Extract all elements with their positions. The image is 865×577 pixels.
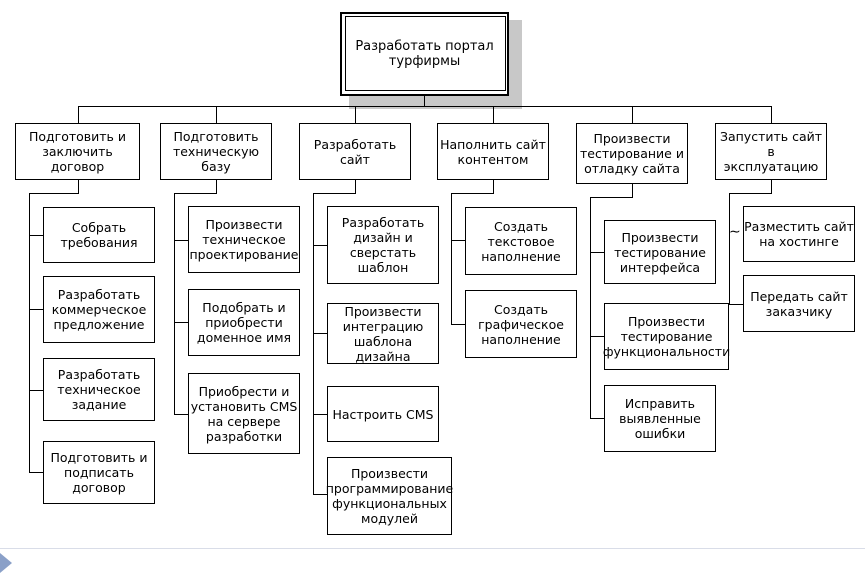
task-label: Настроить CMS — [332, 406, 434, 422]
task-box: Приобрести и установить CMS на сервере р… — [188, 373, 300, 454]
phase-label: Подготовить техническую базу — [172, 129, 260, 174]
task-connector — [590, 252, 604, 253]
task-box: Подготовить и подписать договор — [43, 441, 155, 504]
task-connector — [451, 240, 465, 241]
task-box: Подобрать и приобрести доменное имя — [188, 289, 300, 356]
phase-label: Разработать сайт — [313, 136, 397, 167]
task-connector — [313, 494, 327, 495]
phase-box: Разработать сайт — [299, 123, 411, 180]
task-connector — [313, 414, 327, 415]
stem-line — [493, 180, 494, 194]
task-box: Произвести программирование функциональн… — [325, 457, 454, 535]
task-label: Произвести программирование функциональн… — [325, 466, 454, 526]
phase-box: Запустить сайт в эксплуатацию — [715, 123, 827, 180]
stem-line — [590, 197, 591, 419]
task-box: Разместить сайт на хостинге — [743, 206, 855, 262]
phase-drop — [771, 106, 772, 123]
task-connector — [29, 472, 43, 473]
task-label: Подобрать и приобрести доменное имя — [196, 300, 292, 345]
task-box: Настроить CMS — [327, 386, 439, 442]
task-connector — [29, 235, 43, 236]
stem-line — [313, 193, 314, 495]
task-box: Собрать требования — [43, 207, 155, 263]
stem-line — [729, 193, 730, 305]
stem-line — [174, 193, 175, 415]
task-box: Создать графическое наполнение — [465, 290, 577, 358]
root-inner-frame — [345, 16, 506, 91]
task-box: Разработать техническое задание — [43, 358, 155, 421]
stem-line — [451, 193, 494, 194]
task-box: Произвести техническое проектирование — [188, 206, 300, 273]
task-box: Произвести интеграцию шаблона дизайна — [327, 303, 439, 364]
phase-label: Запустить сайт в эксплуатацию — [719, 129, 823, 174]
task-connector — [29, 309, 43, 310]
phase-bus — [78, 106, 771, 107]
phase-box: Наполнить сайт контентом — [437, 123, 549, 180]
task-connector — [590, 336, 604, 337]
task-connector — [29, 390, 43, 391]
task-label: Разработать коммерческое предложение — [51, 287, 147, 332]
task-label: Произвести тестирование функциональности — [602, 314, 731, 359]
phase-drop — [493, 106, 494, 123]
root-node: Разработать портал турфирмы — [340, 12, 509, 96]
stem-line — [313, 193, 356, 194]
phase-label: Подготовить и заключить договор — [28, 129, 127, 174]
task-label: Разработать дизайн и сверстать шаблон — [341, 215, 425, 275]
phase-label: Наполнить сайт контентом — [440, 136, 546, 167]
phase-drop — [78, 106, 79, 123]
task-label: Подготовить и подписать договор — [50, 450, 148, 495]
connector-wave: ∼ — [729, 224, 741, 240]
task-label: Собрать требования — [60, 220, 138, 250]
stem-line — [632, 184, 633, 198]
stem-line — [771, 180, 772, 194]
task-connector — [174, 414, 188, 415]
phase-drop — [355, 106, 356, 123]
task-label: Произвести тестирование интерфейса — [614, 229, 706, 275]
phase-drop — [216, 106, 217, 123]
stem-line — [29, 193, 30, 473]
task-label: Приобрести и установить CMS на сервере р… — [190, 383, 298, 444]
stem-line — [590, 197, 633, 198]
phase-box: Подготовить и заключить договор — [15, 123, 140, 180]
root-label: Разработать портал турфирмы — [355, 39, 494, 69]
phase-drop — [632, 106, 633, 123]
next-arrow-icon[interactable] — [0, 553, 12, 573]
task-connector — [174, 322, 188, 323]
footer-bar — [0, 548, 865, 577]
task-connector — [174, 240, 188, 241]
phase-label: Произвести тестирование и отладку сайта — [580, 131, 684, 176]
task-label: Разработать техническое задание — [57, 367, 141, 412]
task-connector — [313, 245, 327, 246]
phase-box: Подготовить техническую базу — [160, 123, 272, 180]
task-label: Создать графическое наполнение — [478, 301, 564, 347]
task-box: Исправить выявленные ошибки — [604, 385, 716, 452]
stem-line — [729, 193, 772, 194]
stem-line — [451, 193, 452, 325]
stem-line — [78, 180, 79, 194]
stem-line — [216, 180, 217, 194]
task-connector — [313, 333, 327, 334]
task-box: Разработать дизайн и сверстать шаблон — [327, 206, 439, 284]
task-box: Создать текстовое наполнение — [465, 207, 577, 275]
task-label: Передать сайт заказчику — [750, 288, 848, 319]
task-box: Произвести тестирование интерфейса — [604, 220, 716, 284]
stem-line — [29, 193, 79, 194]
task-connector — [729, 304, 743, 305]
task-label: Разместить сайт на хостинге — [744, 219, 854, 249]
root-connector — [424, 96, 425, 106]
task-connector — [451, 324, 465, 325]
task-connector — [590, 418, 604, 419]
task-label: Произвести интеграцию шаблона дизайна — [342, 303, 424, 364]
task-label: Исправить выявленные ошибки — [619, 396, 701, 441]
stem-line — [174, 193, 217, 194]
task-box: Передать сайт заказчику — [743, 275, 855, 332]
task-box: Разработать коммерческое предложение — [43, 276, 155, 343]
stem-line — [355, 180, 356, 194]
task-label: Произвести техническое проектирование — [189, 217, 299, 262]
phase-box: Произвести тестирование и отладку сайта — [576, 123, 688, 184]
task-box: Произвести тестирование функциональности — [602, 303, 731, 370]
task-label: Создать текстовое наполнение — [481, 218, 561, 264]
